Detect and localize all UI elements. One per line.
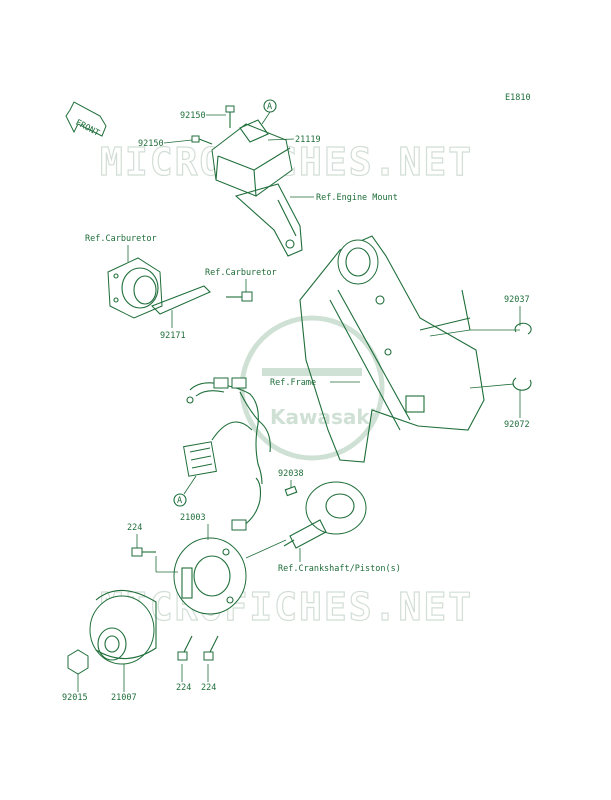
label-92037: 92037 xyxy=(504,295,530,305)
bolt-92150-top xyxy=(225,105,235,128)
frame xyxy=(299,235,485,463)
bolt-carburetor xyxy=(226,291,253,302)
label-ref-carburetor-1: Ref.Carburetor xyxy=(85,234,157,244)
callout-a-top-text: A xyxy=(267,102,272,112)
watermark-bottom: MICROFICHES.NET xyxy=(100,585,473,629)
nut-92015 xyxy=(67,649,89,675)
front-arrow-icon: FRONT xyxy=(65,101,107,139)
label-ref-frame: Ref.Frame xyxy=(270,378,316,388)
label-ref-crankshaft: Ref.Crankshaft/Piston(s) xyxy=(278,564,401,574)
label-21003: 21003 xyxy=(180,513,206,523)
clip-92037 xyxy=(514,322,532,335)
label-92038: 92038 xyxy=(278,469,304,479)
bolt-92150-left xyxy=(191,135,213,145)
carburetor-holder xyxy=(107,257,163,319)
wiring-harness xyxy=(183,377,271,485)
label-92015: 92015 xyxy=(62,693,88,703)
label-92171: 92171 xyxy=(160,331,186,341)
cdi-unit-21119 xyxy=(211,119,293,197)
callout-a-bottom xyxy=(173,493,187,507)
label-21007: 21007 xyxy=(111,693,137,703)
label-92150-a: 92150 xyxy=(180,111,206,121)
stator-21003 xyxy=(173,477,262,615)
engine-mount-bracket xyxy=(234,183,303,257)
bolt-224-upper xyxy=(131,547,156,557)
label-92150-b: 92150 xyxy=(138,139,164,149)
callout-a-bottom-text: A xyxy=(177,496,182,506)
logo-text: Kawasaki xyxy=(270,405,377,429)
label-ref-engine-mount: Ref.Engine Mount xyxy=(316,193,398,203)
kawasaki-logo-watermark: Kawasaki xyxy=(239,315,385,461)
crankshaft xyxy=(283,481,367,549)
clip-92072 xyxy=(512,377,532,391)
label-224-a: 224 xyxy=(127,523,142,533)
label-21119: 21119 xyxy=(295,135,321,145)
label-224-c: 224 xyxy=(201,683,216,693)
rotor-21007 xyxy=(89,589,157,665)
clamp-92171 xyxy=(151,285,211,315)
diagram-code: E1810 xyxy=(505,93,531,103)
label-92072: 92072 xyxy=(504,420,530,430)
key-92038 xyxy=(284,485,298,497)
bolt-224-lower-left xyxy=(177,635,193,661)
bolt-224-lower-right xyxy=(203,635,219,661)
label-224-b: 224 xyxy=(176,683,191,693)
label-ref-carburetor-2: Ref.Carburetor xyxy=(205,268,277,278)
